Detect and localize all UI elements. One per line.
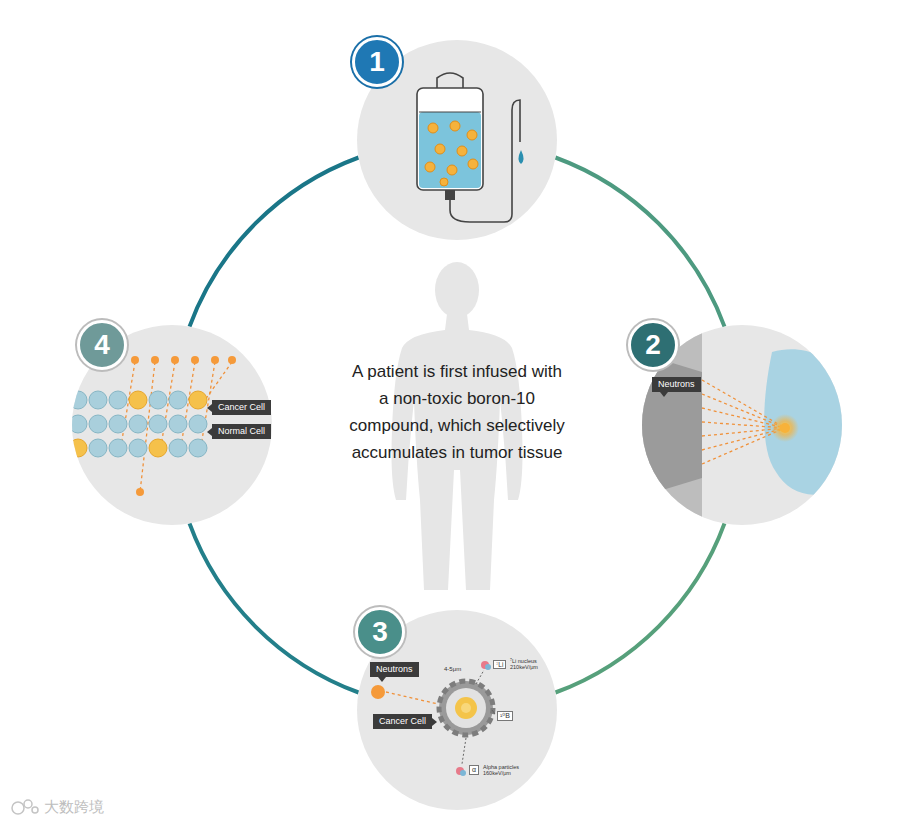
particle-symbol: ⁷Li xyxy=(493,660,506,669)
cycle-arc xyxy=(190,158,359,327)
label-tag: Cancer Cell xyxy=(212,400,271,415)
cycle-arc xyxy=(555,158,724,327)
particle-note: Alpha particles 160keV/μm xyxy=(483,764,525,777)
neutron-beam xyxy=(620,320,852,530)
cycle-arc xyxy=(190,523,359,692)
isotope-symbol: ¹⁰B xyxy=(497,711,513,721)
step-circle: 1 xyxy=(357,40,557,240)
tag-text: Cancer Cell xyxy=(379,716,426,726)
particle-note: ⁷Li nucleus 210keV/μm xyxy=(510,658,544,671)
cell-field xyxy=(69,356,236,496)
dimension-label: 4-5μm xyxy=(444,666,461,673)
center-caption: A patient is first infused with a non-to… xyxy=(346,358,568,466)
tag-text: Normal Cell xyxy=(218,426,265,436)
callout-number: 3 xyxy=(355,607,405,657)
watermark: 大数跨境 xyxy=(44,798,104,815)
tag-text: Neutrons xyxy=(376,664,413,674)
label-tag: Cancer Cell xyxy=(373,714,432,729)
cycle-arc xyxy=(555,523,724,692)
particle-symbol: α xyxy=(469,765,479,775)
callout-number: 4 xyxy=(77,320,127,370)
step-circle: 4Cancer CellNormal Cell xyxy=(72,325,272,525)
label-tag: Neutrons xyxy=(652,377,701,392)
watermark-icon xyxy=(12,800,38,814)
tag-text: Cancer Cell xyxy=(218,402,265,412)
label-tag: Normal Cell xyxy=(212,424,271,439)
callout-number: 1 xyxy=(352,37,402,87)
iv-bag xyxy=(417,73,524,222)
capture-reaction xyxy=(371,661,495,776)
step-circle: 3NeutronsCancer Cell xyxy=(357,610,557,810)
callout-number: 2 xyxy=(628,320,678,370)
step-circle: 2Neutrons xyxy=(642,325,842,525)
label-tag: Neutrons xyxy=(370,662,419,677)
tag-text: Neutrons xyxy=(658,379,695,389)
